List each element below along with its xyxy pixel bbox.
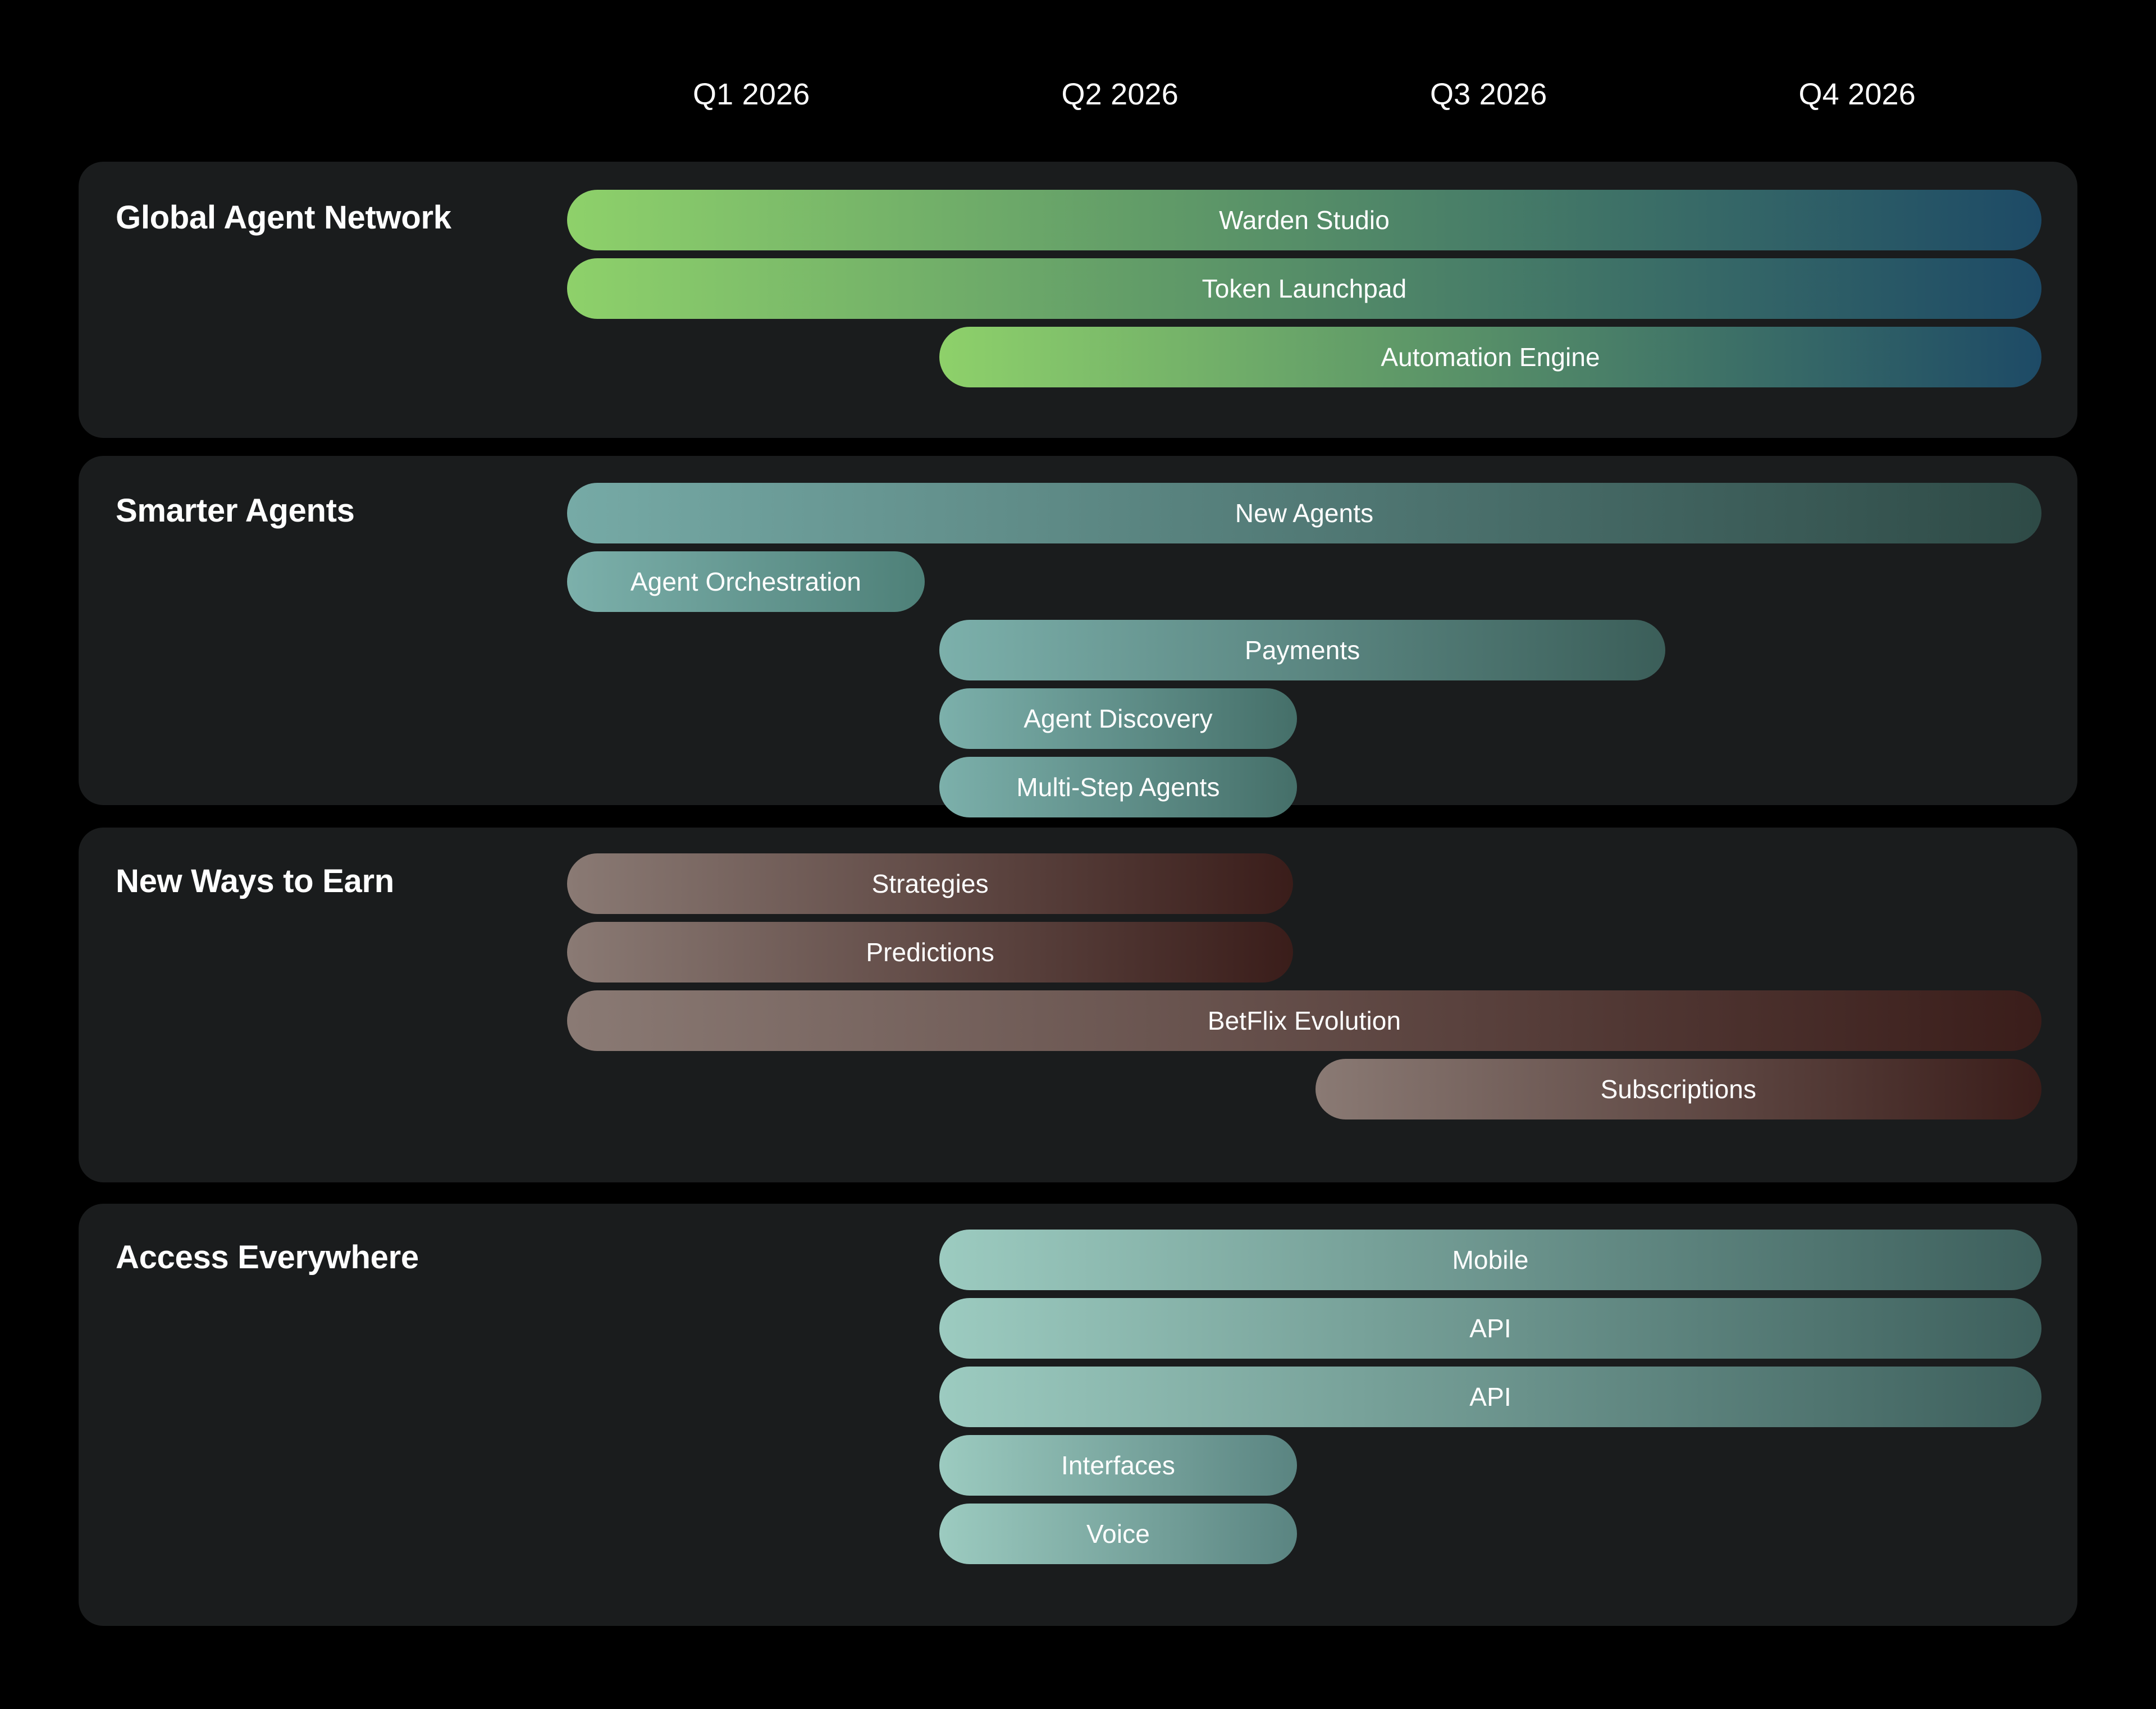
- gantt-bar-label: Automation Engine: [1381, 342, 1600, 372]
- section-title: Smarter Agents: [116, 492, 355, 529]
- section-title: Access Everywhere: [116, 1239, 419, 1276]
- gantt-bar[interactable]: Payments: [939, 620, 1666, 680]
- gantt-bar-label: Warden Studio: [1219, 205, 1390, 235]
- section-title: Global Agent Network: [116, 199, 451, 236]
- gantt-bar[interactable]: New Agents: [567, 483, 2041, 543]
- gantt-bar-label: Agent Orchestration: [630, 567, 861, 596]
- gantt-bar-label: Predictions: [866, 938, 994, 967]
- gantt-bar[interactable]: Token Launchpad: [567, 258, 2041, 319]
- gantt-bar[interactable]: Warden Studio: [567, 190, 2041, 250]
- gantt-bar[interactable]: Multi-Step Agents: [939, 757, 1297, 817]
- gantt-bar[interactable]: API: [939, 1367, 2041, 1427]
- gantt-bar-label: Strategies: [871, 869, 989, 898]
- gantt-bar-label: Agent Discovery: [1024, 704, 1213, 733]
- gantt-bar-label: New Agents: [1235, 499, 1374, 528]
- gantt-bar-label: Token Launchpad: [1202, 274, 1407, 303]
- gantt-bar-label: Subscriptions: [1600, 1075, 1757, 1104]
- gantt-bar[interactable]: Mobile: [939, 1230, 2041, 1290]
- gantt-bar-label: Mobile: [1452, 1245, 1529, 1274]
- gantt-bar-label: BetFlix Evolution: [1207, 1006, 1401, 1035]
- gantt-bar-label: API: [1469, 1314, 1511, 1343]
- section-title: New Ways to Earn: [116, 863, 394, 899]
- timeline-quarter-axis: Q1 2026 Q2 2026 Q3 2026 Q4 2026: [567, 67, 2041, 121]
- quarter-label-q3: Q3 2026: [1429, 77, 1547, 111]
- quarter-label-q4: Q4 2026: [1798, 77, 1916, 111]
- gantt-bar[interactable]: Automation Engine: [939, 327, 2041, 387]
- gantt-bar[interactable]: Voice: [939, 1504, 1297, 1564]
- gantt-bar-label: API: [1469, 1382, 1511, 1411]
- gantt-bar-label: Payments: [1245, 636, 1360, 665]
- gantt-bar[interactable]: Agent Orchestration: [567, 551, 925, 612]
- gantt-bar[interactable]: Agent Discovery: [939, 688, 1297, 749]
- quarter-label-q2: Q2 2026: [1061, 77, 1179, 111]
- gantt-bar[interactable]: Subscriptions: [1315, 1059, 2041, 1119]
- gantt-bar-label: Voice: [1086, 1519, 1150, 1548]
- gantt-bar[interactable]: API: [939, 1298, 2041, 1359]
- gantt-bar[interactable]: BetFlix Evolution: [567, 990, 2041, 1051]
- quarter-label-q1: Q1 2026: [692, 77, 810, 111]
- gantt-bar[interactable]: Predictions: [567, 922, 1294, 983]
- gantt-bar[interactable]: Interfaces: [939, 1435, 1297, 1496]
- gantt-bar-label: Interfaces: [1061, 1451, 1175, 1480]
- gantt-bar-label: Multi-Step Agents: [1016, 773, 1220, 802]
- gantt-bar[interactable]: Strategies: [567, 853, 1294, 914]
